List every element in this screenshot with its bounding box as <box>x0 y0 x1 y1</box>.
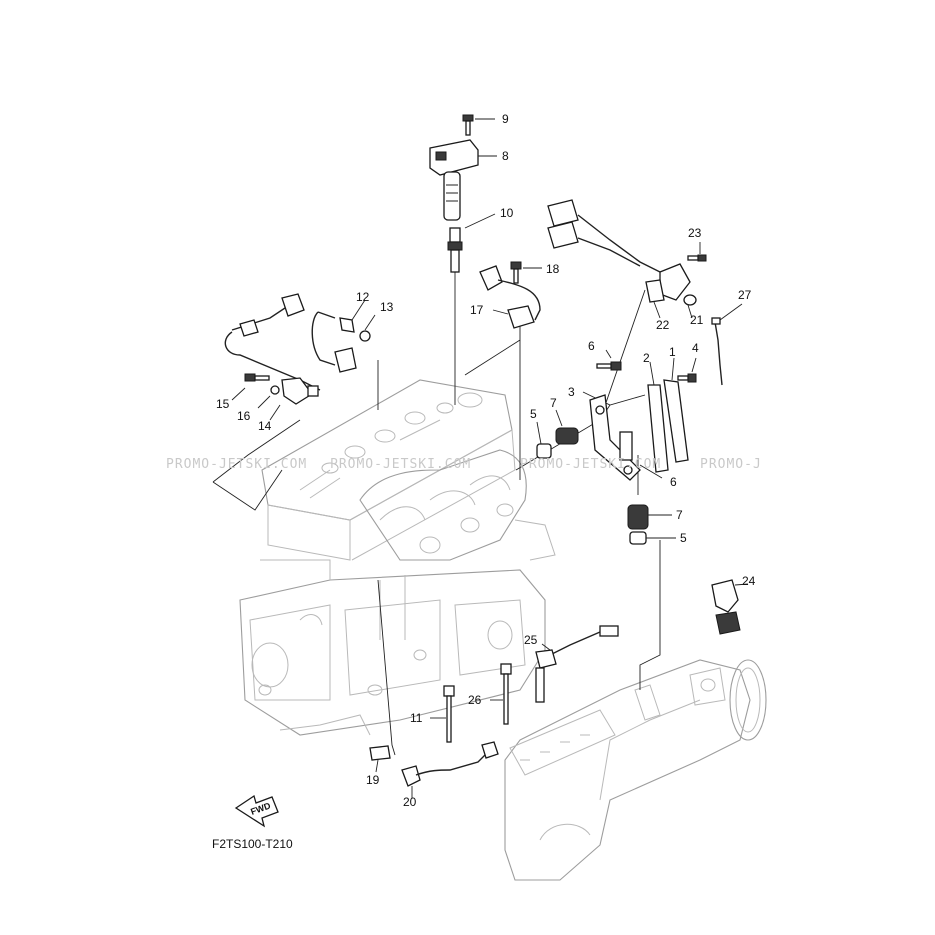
label-4: 4 <box>692 341 699 355</box>
label-3: 3 <box>568 385 575 399</box>
label-20: 20 <box>403 795 417 809</box>
part-3-bracket <box>589 394 641 481</box>
label-18: 18 <box>546 262 560 276</box>
label-7b: 7 <box>676 508 683 522</box>
watermark-text-4: PROMO-J <box>700 457 762 472</box>
part-26-cable-tie <box>490 663 512 725</box>
part-13-washer <box>359 314 376 342</box>
part-21-sensor-harness <box>547 199 697 319</box>
part-19-sensor <box>369 745 391 773</box>
part-15-bolt <box>231 373 270 401</box>
part-12-sensor-lead <box>224 293 366 391</box>
label-8: 8 <box>502 149 509 163</box>
label-22: 22 <box>656 318 670 332</box>
label-24: 24 <box>742 574 756 588</box>
label-7a: 7 <box>550 396 557 410</box>
watermark: PROMO-JETSKI.COM PROMO-JETSKI.COM PROMO-… <box>166 457 762 472</box>
part-25-sensor <box>535 625 619 703</box>
label-14: 14 <box>258 419 272 433</box>
part-22-gasket <box>645 279 665 319</box>
part-7-grommet-lower <box>627 504 672 530</box>
part-23-bolt <box>687 242 707 262</box>
part-10-spark-plug <box>447 213 496 273</box>
part-11-cable-tie <box>430 685 455 743</box>
label-17: 17 <box>470 303 484 317</box>
label-27: 27 <box>738 288 752 302</box>
part-5-collar-upper <box>536 421 552 459</box>
diagram-code: F2TS100-T210 <box>212 837 293 851</box>
part-8-ignition-coil <box>429 139 497 221</box>
part-27-clip <box>711 303 743 386</box>
label-26: 26 <box>468 693 482 707</box>
label-23: 23 <box>688 226 702 240</box>
part-4-bolt <box>677 357 697 383</box>
label-25: 25 <box>524 633 538 647</box>
label-16: 16 <box>237 409 251 423</box>
label-2: 2 <box>643 351 650 365</box>
part-6b-bolt <box>639 464 663 479</box>
part-6-bolt <box>596 349 622 371</box>
label-5a: 5 <box>530 407 537 421</box>
part-7-grommet-upper <box>555 409 579 445</box>
label-1: 1 <box>669 345 676 359</box>
label-9: 9 <box>502 112 509 126</box>
engine-block <box>239 379 556 736</box>
part-14-sensor <box>269 377 319 421</box>
part-1-plate <box>663 357 689 463</box>
part-16-washer <box>257 385 280 409</box>
label-5b: 5 <box>680 531 687 545</box>
label-21: 21 <box>690 313 704 327</box>
exhaust-manifold <box>504 659 767 881</box>
part-17-sensor <box>479 265 541 329</box>
watermark-text-1: PROMO-JETSKI.COM <box>166 457 307 472</box>
label-19: 19 <box>366 773 380 787</box>
label-13: 13 <box>380 300 394 314</box>
part-5-collar-lower <box>629 531 676 545</box>
label-6a: 6 <box>588 339 595 353</box>
label-11: 11 <box>410 711 423 725</box>
label-15: 15 <box>216 397 230 411</box>
part-24-clip <box>711 579 749 635</box>
fwd-arrow-icon: FWD <box>234 794 279 828</box>
label-6b: 6 <box>670 475 677 489</box>
label-10: 10 <box>500 206 514 220</box>
part-20-sensor-harness <box>401 741 499 798</box>
watermark-text-3: PROMO-JETSKI.COM <box>520 457 661 472</box>
part-2-plate <box>647 361 669 473</box>
watermark-text-2: PROMO-JETSKI.COM <box>330 457 471 472</box>
label-12: 12 <box>356 290 370 304</box>
part-9-bolt <box>462 114 495 136</box>
part-labels: 9 8 10 18 17 12 13 15 16 14 23 27 22 21 … <box>216 112 756 809</box>
part-18-bolt <box>510 261 542 284</box>
